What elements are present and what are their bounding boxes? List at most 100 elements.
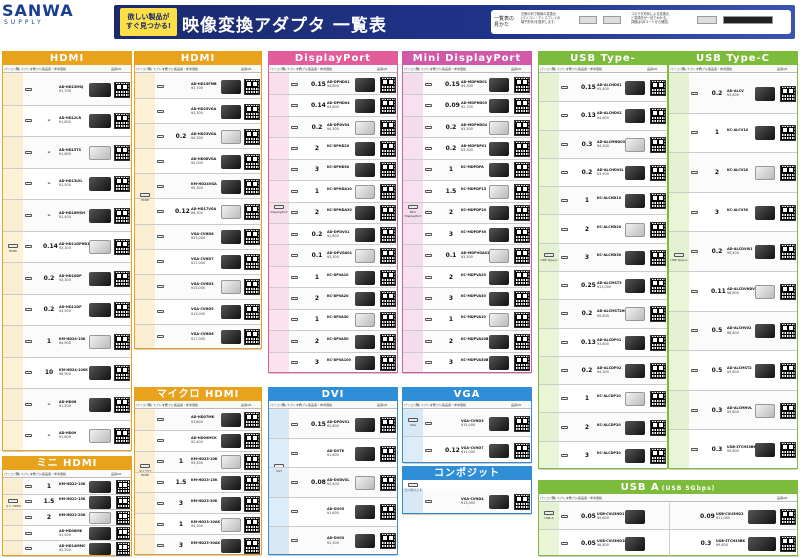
product-qr-code[interactable] (514, 98, 530, 115)
product-qr-code[interactable] (650, 108, 666, 125)
product-qr-code[interactable] (380, 98, 396, 115)
product-qr-code[interactable] (650, 419, 666, 436)
product-qr-code[interactable] (380, 140, 396, 157)
product-qr-code[interactable] (650, 221, 666, 238)
product-qr-code[interactable] (514, 355, 530, 372)
product-qr-code[interactable] (514, 494, 530, 510)
product-qr-code[interactable] (116, 495, 130, 510)
product-qr-code[interactable] (244, 516, 260, 533)
product-qr-code[interactable] (114, 113, 130, 130)
product-qr-code[interactable] (380, 162, 396, 179)
product-qr-code[interactable] (514, 226, 530, 243)
product-qr-code[interactable] (380, 183, 396, 200)
product-qr-code[interactable] (650, 249, 666, 266)
product-qr-code[interactable] (244, 203, 260, 220)
product-qr-code[interactable] (380, 76, 396, 93)
product-qr-code[interactable] (244, 103, 260, 120)
product-qr-code[interactable] (380, 333, 396, 350)
product-model: AD-HD10DP¥3,300 (59, 274, 82, 282)
product-qr-code[interactable] (380, 119, 396, 136)
product-qr-code[interactable] (780, 508, 796, 525)
hdmi-section-b-source-band (135, 73, 155, 348)
product-qr-code[interactable] (650, 306, 666, 323)
product-qr-code[interactable] (114, 333, 130, 350)
product-qr-code[interactable] (514, 162, 530, 179)
product-qr-code[interactable] (780, 164, 796, 181)
product-qr-code[interactable] (114, 239, 130, 256)
product-qr-code[interactable] (650, 164, 666, 181)
product-qr-code[interactable] (780, 402, 796, 419)
product-qr-code[interactable] (780, 244, 796, 261)
product-qr-code[interactable] (244, 279, 260, 296)
product-qr-code[interactable] (380, 312, 396, 329)
product-qr-code[interactable] (780, 362, 796, 379)
product-qr-code[interactable] (514, 333, 530, 350)
product-qr-code[interactable] (514, 290, 530, 307)
product-qr-code[interactable] (244, 537, 260, 554)
product-qr-code[interactable] (114, 176, 130, 193)
product-qr-code[interactable] (244, 474, 260, 491)
product-qr-code[interactable] (244, 329, 260, 346)
product-qr-code[interactable] (514, 269, 530, 286)
product-qr-code[interactable] (116, 526, 130, 541)
product-qr-code[interactable] (780, 323, 796, 340)
product-qr-code[interactable] (514, 119, 530, 136)
product-qr-code[interactable] (650, 136, 666, 153)
product-qr-code[interactable] (244, 433, 260, 450)
product-qr-code[interactable] (780, 535, 796, 552)
product-qr-code[interactable] (244, 304, 260, 321)
product-qr-code[interactable] (650, 80, 666, 97)
product-qr-code[interactable] (380, 205, 396, 222)
product-qr-code[interactable] (780, 283, 796, 300)
product-qr-code[interactable] (244, 412, 260, 429)
product-qr-code[interactable] (114, 207, 130, 224)
product-qr-code[interactable] (114, 428, 130, 445)
product-qr-code[interactable] (114, 81, 130, 98)
product-qr-code[interactable] (380, 290, 396, 307)
product-qr-code[interactable] (650, 193, 666, 210)
product-qr-code[interactable] (244, 78, 260, 95)
product-qr-code[interactable] (116, 511, 130, 525)
product-qr-code[interactable] (114, 270, 130, 287)
product-qr-code[interactable] (780, 85, 796, 102)
product-qr-code[interactable] (244, 153, 260, 170)
product-qr-code[interactable] (380, 416, 396, 433)
product-price: ¥6,800 (727, 291, 739, 295)
product-qr-code[interactable] (244, 454, 260, 471)
product-qr-code[interactable] (116, 542, 130, 556)
product-qr-code[interactable] (380, 474, 396, 491)
product-qr-code[interactable] (514, 312, 530, 329)
product-qr-code[interactable] (114, 396, 130, 413)
product-qr-code[interactable] (514, 205, 530, 222)
product-qr-code[interactable] (514, 183, 530, 200)
product-qr-code[interactable] (116, 480, 130, 494)
product-qr-code[interactable] (780, 204, 796, 221)
product-qr-code[interactable] (114, 365, 130, 382)
product-qr-code[interactable] (514, 442, 530, 459)
product-qr-code[interactable] (244, 254, 260, 271)
product-qr-code[interactable] (514, 415, 530, 432)
product-qr-code[interactable] (780, 442, 796, 459)
product-qr-code[interactable] (114, 144, 130, 161)
product-qr-code[interactable] (380, 248, 396, 265)
product-qr-code[interactable] (244, 178, 260, 195)
product-qr-code[interactable] (380, 226, 396, 243)
product-qr-code[interactable] (650, 278, 666, 295)
product-qr-code[interactable] (650, 391, 666, 408)
product-qr-code[interactable] (380, 533, 396, 550)
product-qr-code[interactable] (114, 302, 130, 319)
product-qr-code[interactable] (244, 229, 260, 246)
product-qr-code[interactable] (380, 504, 396, 521)
product-qr-code[interactable] (514, 248, 530, 265)
product-qr-code[interactable] (650, 334, 666, 351)
product-qr-code[interactable] (650, 362, 666, 379)
product-qr-code[interactable] (780, 125, 796, 142)
product-qr-code[interactable] (380, 445, 396, 462)
product-qr-code[interactable] (244, 128, 260, 145)
product-qr-code[interactable] (650, 447, 666, 464)
product-qr-code[interactable] (380, 269, 396, 286)
product-qr-code[interactable] (380, 355, 396, 372)
product-qr-code[interactable] (514, 140, 530, 157)
product-qr-code[interactable] (244, 495, 260, 512)
product-qr-code[interactable] (514, 76, 530, 93)
